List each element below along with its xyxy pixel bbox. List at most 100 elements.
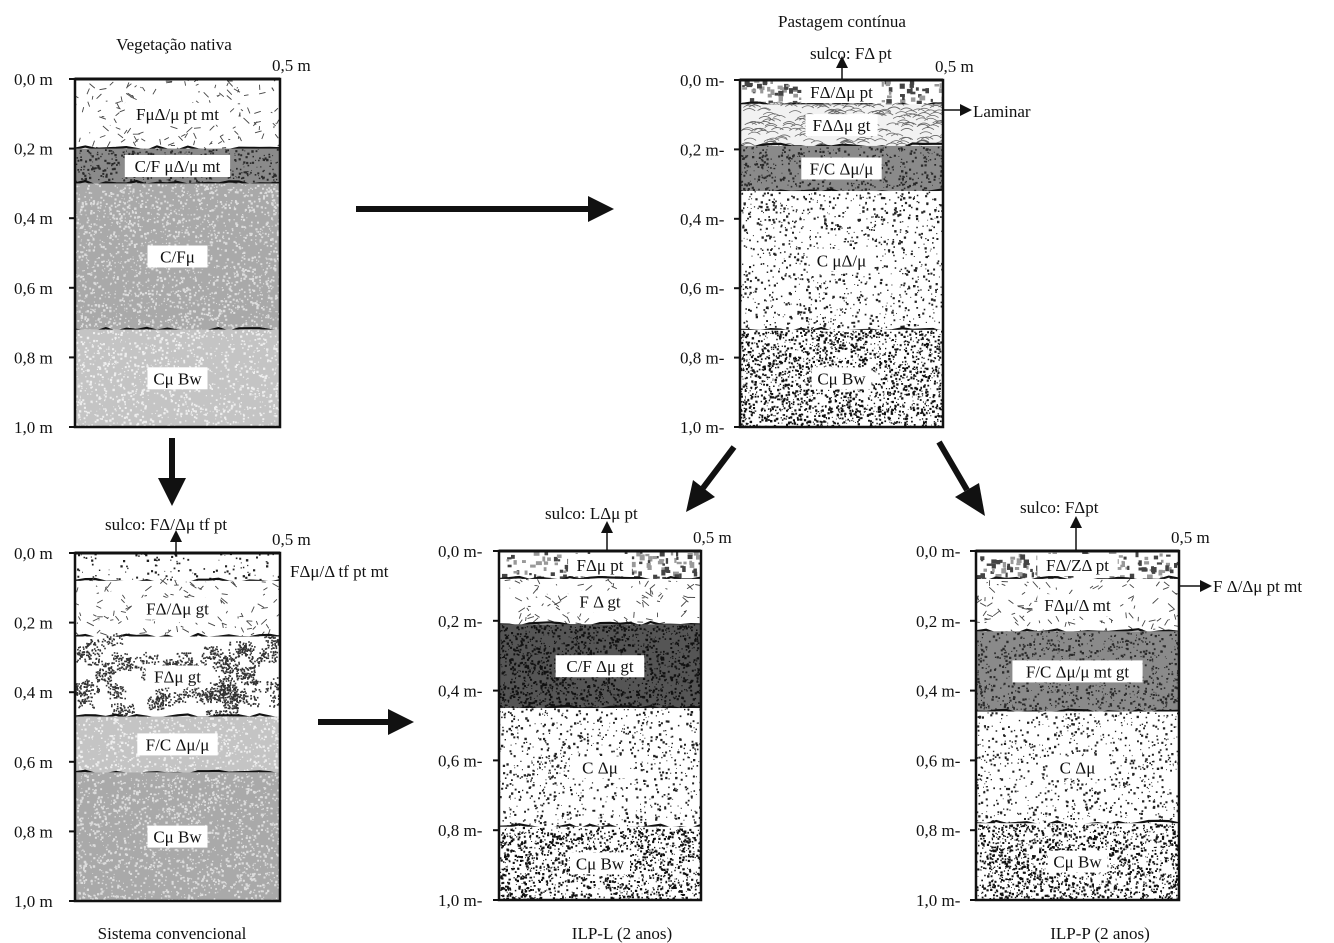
layer-label-ilpp-3: F/C Δμ/μ mt gt xyxy=(1012,660,1143,683)
depth-label-ilpp-4: 0,8 m- xyxy=(916,821,961,840)
depth-label-ilpp-2: 0,4 m- xyxy=(916,682,961,701)
layer-label-ilpl-1: FΔμ pt xyxy=(568,554,632,576)
flow-arrow-vn-to-pc xyxy=(356,196,614,222)
depth-label-pc-1: 0,2 m- xyxy=(680,140,725,159)
sulco-label-sc: sulco: FΔ/Δμ tf pt xyxy=(105,515,227,534)
svg-text:C Δμ: C Δμ xyxy=(582,758,618,777)
depth-label-ilpl-1: 0,2 m- xyxy=(438,612,483,631)
depth-label-ilpp-3: 0,6 m- xyxy=(916,751,961,770)
width-label-ilpl: 0,5 m xyxy=(693,528,732,547)
svg-text:Cμ Bw: Cμ Bw xyxy=(1053,853,1102,872)
svg-text:FΔΔμ gt: FΔΔμ gt xyxy=(813,116,871,135)
layer-label-ilpp-2: FΔμ/Δ mt xyxy=(1037,594,1118,617)
layer-label-ilpl-4: C Δμ xyxy=(570,756,630,779)
profile-frame-ilpp xyxy=(974,549,1181,902)
width-label-pc: 0,5 m xyxy=(935,57,974,76)
depth-label-pc-5: 1,0 m- xyxy=(680,418,725,437)
depth-label-vn-4: 0,8 m xyxy=(14,348,53,367)
depth-label-ilpl-5: 1,0 m- xyxy=(438,891,483,910)
svg-text:C Δμ: C Δμ xyxy=(1060,758,1096,777)
profile-pastagem-continua: FΔ/Δμ pt FΔΔμ gt F/C Δμ/μ C μΔ/μ Cμ Bw 0,0 m-… xyxy=(680,57,974,437)
depth-label-vn-3: 0,6 m xyxy=(14,279,53,298)
layer-label-vn-4: Cμ Bw xyxy=(147,367,208,390)
width-label-vn: 0,5 m xyxy=(272,56,311,75)
depth-label-vn-5: 1,0 m xyxy=(14,418,53,437)
svg-text:Cμ Bw: Cμ Bw xyxy=(576,854,625,873)
layer-label-ilpp-4: C Δμ xyxy=(1047,756,1108,779)
depth-label-sc-0: 0,0 m xyxy=(14,544,53,563)
depth-label-ilpl-4: 0,8 m- xyxy=(438,821,483,840)
depth-label-ilpp-0: 0,0 m- xyxy=(916,542,961,561)
svg-text:C/F Δμ gt: C/F Δμ gt xyxy=(566,657,634,676)
layer-label-ilpp-1: FΔ/ZΔ pt xyxy=(1037,554,1118,576)
profile-vegetacao-nativa: FμΔ/μ pt mt C/F μΔ/μ mt C/Fμ Cμ Bw 0,0 m 0,2 … xyxy=(14,56,311,437)
layer-label-pc-4: C μΔ/μ xyxy=(809,249,874,272)
svg-text:F/C Δμ/μ mt gt: F/C Δμ/μ mt gt xyxy=(1026,662,1130,681)
depth-label-ilpp-1: 0,2 m- xyxy=(916,612,961,631)
side-label-sc-surface: FΔμ/Δ tf pt mt xyxy=(290,562,389,581)
layer-label-sc-3: FΔμ gt xyxy=(145,665,210,688)
layer-label-pc-1: FΔ/Δμ pt xyxy=(801,81,882,104)
soil-layer-ilpl-5 xyxy=(499,826,701,900)
svg-text:FμΔ/μ pt mt: FμΔ/μ pt mt xyxy=(136,105,219,124)
svg-text:Cμ Bw: Cμ Bw xyxy=(153,369,202,388)
width-label-ilpp: 0,5 m xyxy=(1171,528,1210,547)
depth-label-pc-0: 0,0 m- xyxy=(680,71,725,90)
profile-caption-ilpp: ILP-P (2 anos) xyxy=(1050,924,1149,943)
depth-label-pc-2: 0,4 m- xyxy=(680,210,725,229)
depth-label-pc-4: 0,8 m- xyxy=(680,349,725,368)
depth-label-vn-1: 0,2 m xyxy=(14,140,53,159)
sulco-label-ilpl: sulco: LΔμ pt xyxy=(545,504,638,523)
sulco-label-ilpp: sulco: FΔpt xyxy=(1020,498,1099,517)
profile-caption-ilpl: ILP-L (2 anos) xyxy=(572,924,672,943)
flow-arrow-pc-to-ilpl xyxy=(686,445,737,512)
svg-text:C μΔ/μ: C μΔ/μ xyxy=(817,251,866,270)
depth-label-ilpl-2: 0,4 m- xyxy=(438,682,483,701)
flow-arrow-sc-to-ilpl xyxy=(318,709,414,735)
svg-text:Cμ Bw: Cμ Bw xyxy=(153,828,202,847)
svg-text:F/C Δμ/μ: F/C Δμ/μ xyxy=(146,735,210,754)
svg-text:FΔ/Δμ pt: FΔ/Δμ pt xyxy=(810,83,873,102)
layer-label-vn-1: FμΔ/μ pt mt xyxy=(124,102,231,125)
profile-title-vn: Vegetação nativa xyxy=(116,35,232,54)
sulco-label-pc: sulco: FΔ pt xyxy=(810,44,892,63)
layer-label-sc-4: F/C Δμ/μ xyxy=(137,733,218,756)
layer-label-pc-3: F/C Δμ/μ xyxy=(801,157,882,180)
layer-label-sc-2: FΔ/Δμ gt xyxy=(137,597,218,620)
layer-label-ilpp-5: Cμ Bw xyxy=(1047,850,1108,873)
layer-label-vn-3: C/Fμ xyxy=(147,245,208,268)
layer-label-ilpl-2: F Δ gt xyxy=(568,590,632,613)
layer-label-vn-2: C/F μΔ/μ mt xyxy=(124,155,231,177)
svg-text:FΔ/ZΔ pt: FΔ/ZΔ pt xyxy=(1046,556,1109,575)
svg-text:FΔμ gt: FΔμ gt xyxy=(154,668,201,687)
depth-label-ilpl-3: 0,6 m- xyxy=(438,751,483,770)
svg-text:F/C Δμ/μ: F/C Δμ/μ xyxy=(810,160,874,179)
profile-frame-sc xyxy=(73,551,282,903)
svg-text:Cμ Bw: Cμ Bw xyxy=(817,369,866,388)
depth-label-sc-5: 1,0 m xyxy=(14,892,53,911)
svg-text:FΔμ pt: FΔμ pt xyxy=(577,556,624,575)
svg-text:C/F μΔ/μ mt: C/F μΔ/μ mt xyxy=(135,157,221,176)
depth-label-ilpp-5: 1,0 m- xyxy=(916,891,961,910)
soil-layer-sc-3 xyxy=(75,633,280,722)
layer-label-ilpl-5: Cμ Bw xyxy=(570,852,630,875)
flow-arrow-pc-to-ilpp xyxy=(936,440,985,516)
depth-label-vn-0: 0,0 m xyxy=(14,70,53,89)
layer-label-ilpl-3: C/F Δμ gt xyxy=(555,655,645,678)
depth-label-sc-2: 0,4 m xyxy=(14,683,53,702)
flow-arrow-vn-to-sc xyxy=(158,438,186,506)
profile-caption-sc: Sistema convencional xyxy=(98,924,247,943)
soil-layer-sc-1 xyxy=(75,553,280,585)
profile-ilp-p: FΔ/ZΔ pt FΔμ/Δ mt F/C Δμ/μ mt gt C Δμ Cμ Bw 0… xyxy=(916,528,1210,910)
svg-text:FΔ/Δμ gt: FΔ/Δμ gt xyxy=(146,600,209,619)
depth-label-vn-2: 0,4 m xyxy=(14,209,53,228)
width-label-sc: 0,5 m xyxy=(272,530,311,549)
layer-label-pc-2: FΔΔμ gt xyxy=(805,114,878,137)
profile-title-pc: Pastagem contínua xyxy=(778,12,906,31)
side-label-ilpp: F Δ/Δμ pt mt xyxy=(1213,577,1302,596)
svg-text:FΔμ/Δ mt: FΔμ/Δ mt xyxy=(1044,596,1111,615)
layer-label-pc-5: Cμ Bw xyxy=(811,367,872,390)
